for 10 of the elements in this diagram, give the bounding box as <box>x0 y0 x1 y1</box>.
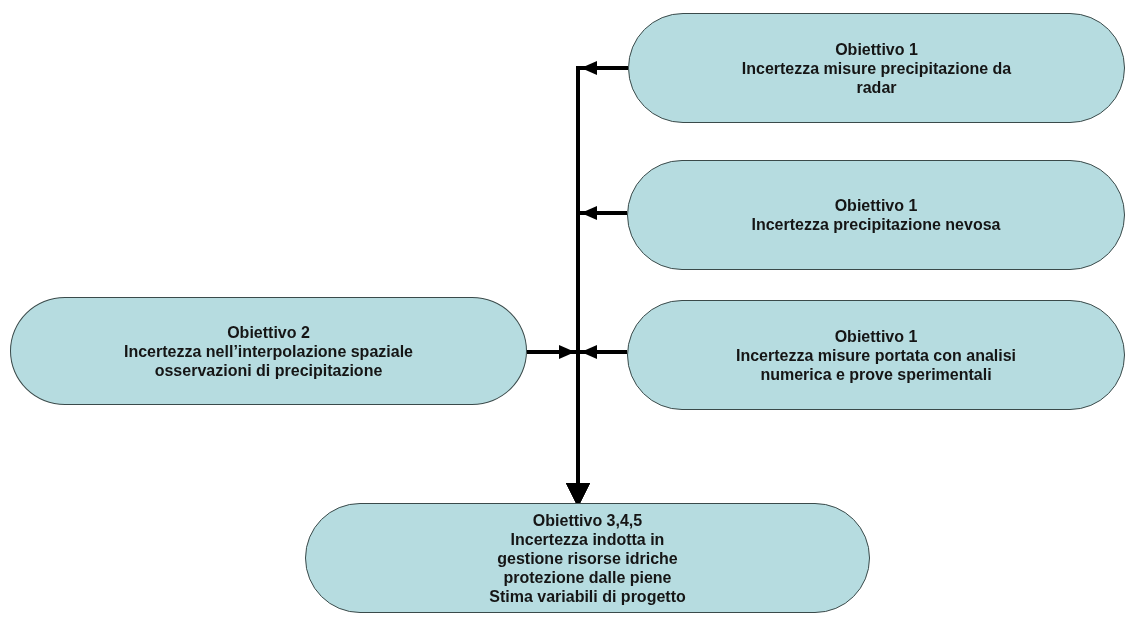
objective-description: Incertezza misure portata con analisi numerica e prove sperimentali <box>734 345 1018 384</box>
objective-description: Incertezza precipitazione nevosa <box>751 215 1001 234</box>
objective-description: Incertezza nell’interpolazione spaziale osservazioni di precipitazione <box>123 341 414 380</box>
objective-heading: Obiettivo 2 <box>227 322 310 342</box>
objective-heading: Obiettivo 1 <box>834 196 918 215</box>
objective-description: Incertezza indotta in gestione risorse idriche protezione dalle piene Stima variabili di progetto <box>488 529 687 606</box>
objective-heading: Obiettivo 3,4,5 <box>532 510 643 530</box>
objective-description: Incertezza misure precipitazione da radar <box>740 58 1013 97</box>
objective-heading: Obiettivo 1 <box>835 39 918 59</box>
objective-heading: Obiettivo 1 <box>834 326 918 346</box>
